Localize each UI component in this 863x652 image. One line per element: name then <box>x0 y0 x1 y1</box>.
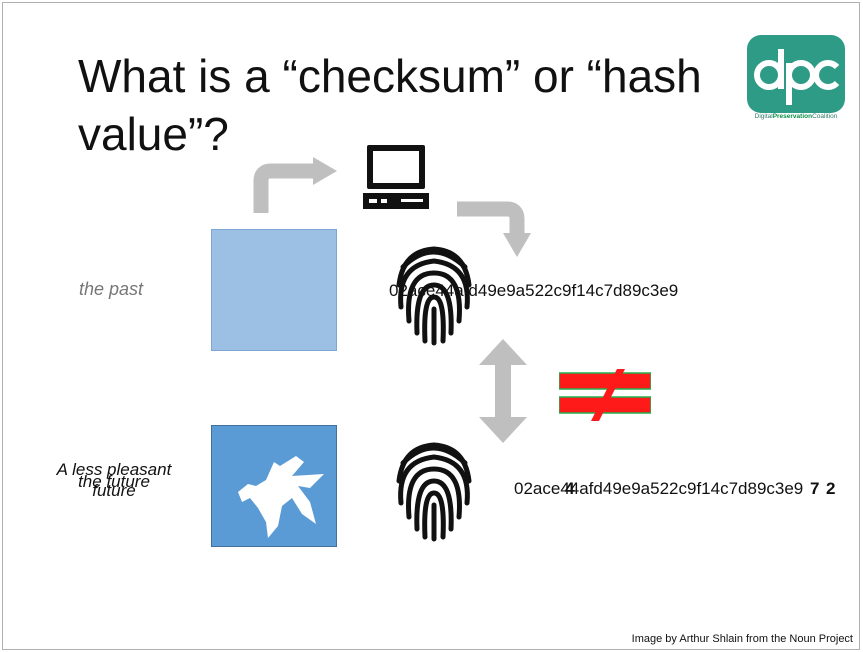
curved-arrow-icon <box>253 157 337 213</box>
dpc-logo: DigitalPreservationCoalition <box>735 25 857 135</box>
hash-past: 02ace44afd49e9a522c9f14c7d89c3e9 <box>389 281 679 300</box>
double-arrow-icon <box>479 339 527 443</box>
future-label: A less pleasant the future future <box>39 461 189 500</box>
future-file-box <box>211 425 337 547</box>
hash-future: 02ace44afd49e9a522c9f14c7d89c3e9 <box>514 479 804 498</box>
slide-title: What is a “checksum” or “hash value”? <box>78 47 758 163</box>
past-label: the past <box>79 279 144 299</box>
past-file-box <box>211 229 337 351</box>
dpc-logo-icon <box>747 35 845 113</box>
hash-future-overlay-digit: 7 <box>810 479 820 498</box>
image-credit: Image by Arthur Shlain from the Noun Pro… <box>631 633 853 645</box>
hash-future-overlay-digit: 4 <box>565 479 575 498</box>
future-label-line-2: the future <box>78 472 150 491</box>
damaged-file-shape <box>238 456 324 538</box>
fingerprint-icon <box>396 246 472 346</box>
title-line-2: value”? <box>78 108 229 160</box>
logo-wordmark: DigitalPreservationCoalition <box>754 113 838 120</box>
title-line-1: What is a “checksum” or “hash <box>78 50 702 102</box>
fingerprint-icon <box>396 442 472 542</box>
future-label-line-1: A less pleasant <box>56 460 172 479</box>
future-label-line-3: future <box>92 481 136 500</box>
computer-icon <box>363 145 429 209</box>
not-equal-icon <box>559 369 651 421</box>
hash-future-overlay-digit: 2 <box>826 479 836 498</box>
curved-arrow-icon <box>457 201 531 257</box>
